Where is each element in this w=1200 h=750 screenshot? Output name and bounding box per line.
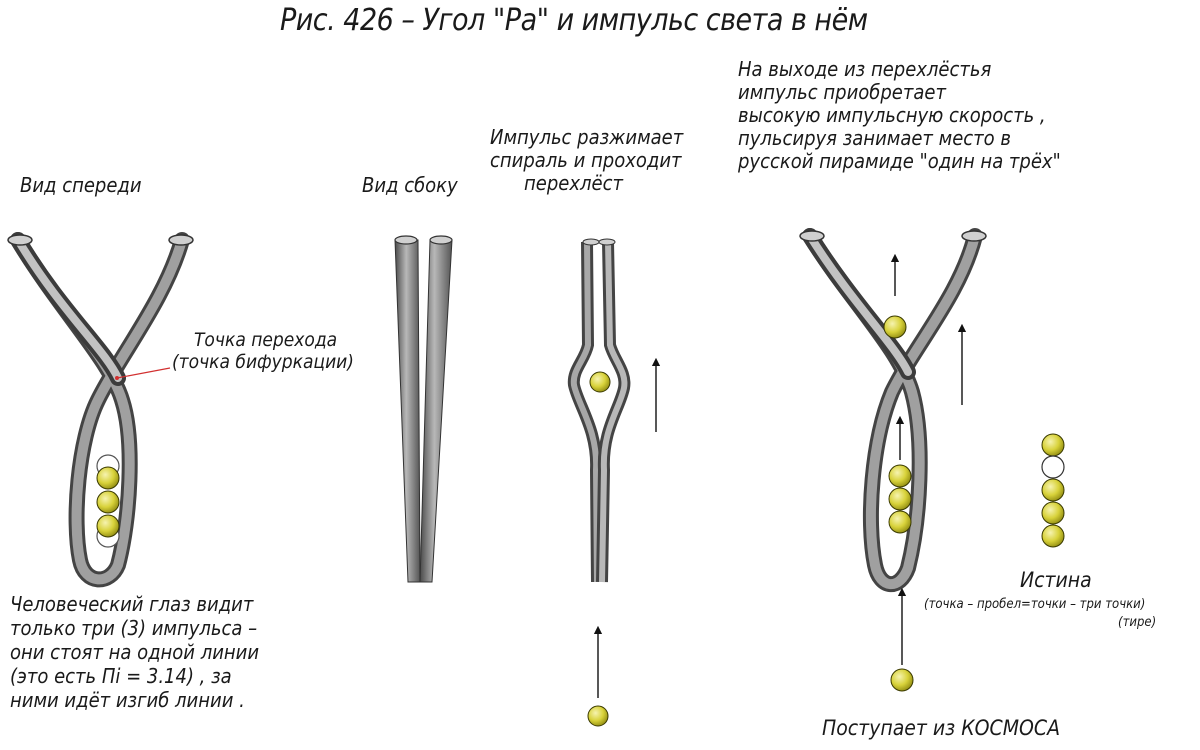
truth-title: Истина [1020,568,1092,592]
exit-note-label: На выходе из перехлёстья импульс приобре… [738,58,1061,173]
tube-opening [394,235,418,245]
eye-note-line5: ними идёт изгиб линии . [10,688,245,712]
exit-figure [799,228,1065,692]
bifurcation-pointer [116,367,171,379]
pulse-ball-icon [589,371,611,393]
fiber-tube-icon [419,239,453,583]
side-view-figure [394,235,453,583]
truth-dash: (тире) [1118,615,1157,630]
transition-point-label: Точка перехода (точка бифуркации) [172,329,354,374]
pulse-ball-icon [888,464,912,488]
tube-opening [168,234,194,246]
pulse-ball-icon [883,315,907,339]
eye-note-line1: Человеческий глаз видит [10,592,254,616]
figure-title: Рис. 426 – Угол "Ра" и импульс света в н… [280,3,868,38]
pulse-ball-icon [1041,524,1065,548]
front-view-label: Вид спереди [20,173,142,197]
pulse-ball-icon [890,668,914,692]
tube-opening [961,230,987,242]
exit-note-line1: На выходе из перехлёстья [738,57,992,81]
tube-opening [582,238,600,246]
eye-note-line3: они стоят на одной линии [10,640,260,664]
pulse-ball-icon [888,487,912,511]
tube-opening [598,238,616,246]
fiber-tube-icon [394,239,421,583]
tube-opening [799,230,825,242]
impulse-spreads-line3: перехлёст [524,171,623,195]
tube-opening [429,235,453,245]
fiber-tube-icon [14,236,122,382]
impulse-spreads-label: Импульс разжимает спираль и проходит пер… [490,126,683,195]
spreading-spiral-figure [567,238,661,727]
pulse-ball-icon [96,490,120,514]
fiber-tube-icon [599,241,628,583]
impulse-spreads-line2: спираль и проходит [490,148,682,172]
eye-note-line4: (это есть Пi = 3.14) , за [10,664,232,688]
pulse-ball-icon [96,514,120,538]
transition-point-line1: Точка перехода [194,329,338,351]
from-cosmos-label: Поступает из КОСМОСА [822,716,1060,740]
front-view-figure [7,232,194,588]
pulse-ball-icon [1041,478,1065,502]
pulse-ball-icon [1041,433,1065,457]
eye-note-label: Человеческий глаз видит только три (3) и… [10,592,259,712]
pulse-ball-icon [587,705,609,727]
pulse-ball-icon [888,510,912,534]
pulse-ball-icon [96,466,120,490]
empty-ball [1041,455,1065,479]
transition-point-line2: (точка бифуркации) [172,350,354,373]
exit-note-line4: пульсируя занимает место в [738,126,1011,150]
exit-note-line5: русской пирамиде "один на трёх" [738,149,1061,173]
tube-opening [7,234,33,246]
exit-note-line2: импульс приобретает [738,80,946,104]
eye-note-line2: только три (3) импульса – [10,616,258,640]
pulse-ball-icon [1041,501,1065,525]
side-view-label: Вид сбоку [362,173,458,197]
fiber-tube-icon [806,232,912,376]
fiber-tube-icon [570,241,600,583]
impulse-spreads-line1: Импульс разжимает [490,125,684,149]
bifurcation-point [115,376,119,380]
exit-note-line3: высокую импульсную скорость , [738,103,1046,127]
truth-subtitle: (точка – пробел=точки – три точки) [924,597,1146,612]
